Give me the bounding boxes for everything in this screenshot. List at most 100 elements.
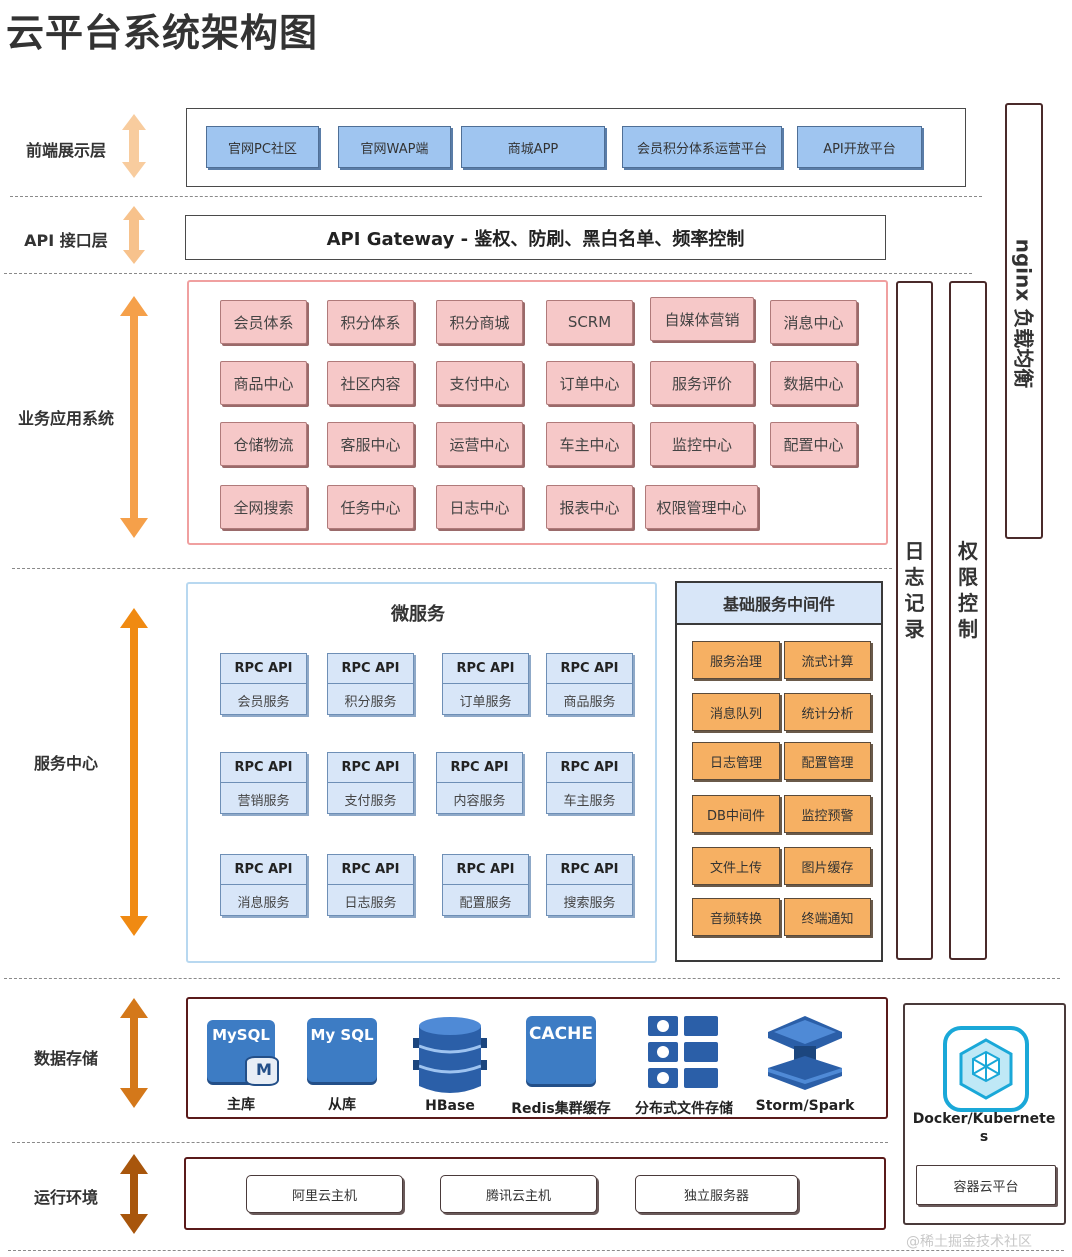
layer-arrows: [120, 114, 148, 1234]
auth-box: 权限控制: [949, 281, 987, 960]
storage-frame: [186, 997, 888, 1119]
business-item[interactable]: SCRM: [546, 300, 633, 344]
business-item[interactable]: 积分体系: [327, 300, 414, 344]
docker-label: Docker/Kubernetes: [912, 1111, 1056, 1145]
rpc-api-label: RPC API: [547, 855, 632, 885]
runtime-frame: [184, 1157, 886, 1230]
business-item[interactable]: 日志中心: [436, 485, 523, 529]
storage-label-master: 主库: [227, 1097, 255, 1113]
log-box: 日志记录: [896, 281, 933, 960]
rpc-service-name: 搜索服务: [563, 895, 616, 911]
rpc-service-name: 商品服务: [563, 694, 616, 710]
rpc-api-label: RPC API: [437, 753, 522, 783]
rpc-api-label: RPC API: [221, 855, 306, 885]
rpc-service-card[interactable]: RPC API 搜索服务: [546, 854, 633, 916]
middleware-item[interactable]: 图片缓存: [784, 847, 871, 885]
middleware-item[interactable]: 文件上传: [692, 847, 780, 885]
storm-spark-icon: [768, 1016, 842, 1090]
rpc-service-card[interactable]: RPC API 订单服务: [442, 653, 529, 715]
layer-label-frontend: 前端展示层: [25, 141, 106, 160]
nginx-label: nginx 负载均衡: [1011, 238, 1036, 388]
rpc-service-card[interactable]: RPC API 商品服务: [546, 653, 633, 715]
rpc-api-label: RPC API: [547, 753, 632, 783]
business-item[interactable]: 配置中心: [770, 422, 857, 466]
frontend-item-wap[interactable]: 官网WAP端: [338, 126, 451, 168]
container-platform-button[interactable]: 容器云平台: [916, 1165, 1056, 1205]
storage-label-hbase: HBase: [425, 1098, 475, 1114]
business-item[interactable]: 报表中心: [546, 485, 633, 529]
business-item[interactable]: 任务中心: [327, 485, 414, 529]
rpc-api-label: RPC API: [443, 654, 528, 684]
rpc-api-label: RPC API: [221, 654, 306, 684]
rpc-service-name: 营销服务: [237, 793, 290, 809]
frontend-item-pc[interactable]: 官网PC社区: [206, 126, 319, 168]
runtime-item-dedicated[interactable]: 独立服务器: [635, 1175, 798, 1213]
nginx-box: nginx 负载均衡: [1005, 103, 1043, 539]
business-item[interactable]: 订单中心: [546, 361, 633, 405]
business-item[interactable]: 会员体系: [220, 300, 307, 344]
separator: [4, 273, 972, 274]
separator: [8, 1250, 1064, 1251]
middleware-item[interactable]: 消息队列: [692, 693, 780, 731]
business-item[interactable]: 全网搜索: [220, 485, 307, 529]
rpc-api-label: RPC API: [328, 654, 413, 684]
runtime-item-aliyun[interactable]: 阿里云主机: [246, 1175, 403, 1213]
business-item[interactable]: 商品中心: [220, 361, 307, 405]
business-item[interactable]: 消息中心: [770, 300, 857, 344]
middleware-item[interactable]: 统计分析: [784, 693, 871, 731]
business-item[interactable]: 自媒体营销: [650, 297, 754, 341]
business-arrow: [120, 296, 148, 538]
frontend-arrow: [122, 114, 146, 178]
api-arrow: [123, 206, 145, 264]
frontend-item-app[interactable]: 商城APP: [461, 126, 605, 168]
business-item[interactable]: 支付中心: [436, 361, 523, 405]
middleware-item[interactable]: DB中间件: [692, 795, 780, 833]
business-item[interactable]: 监控中心: [650, 422, 754, 466]
api-gateway[interactable]: API Gateway - 鉴权、防刷、黑白名单、频率控制: [185, 215, 886, 260]
storage-label-file: 分布式文件存储: [635, 1101, 733, 1117]
middleware-item[interactable]: 终端通知: [784, 898, 871, 936]
frontend-item-points-platform[interactable]: 会员积分体系运营平台: [622, 126, 782, 168]
rpc-api-label: RPC API: [547, 654, 632, 684]
business-item[interactable]: 数据中心: [770, 361, 857, 405]
frontend-item-open-api[interactable]: API开放平台: [797, 126, 922, 168]
redis-cache-icon: CACHE: [526, 1016, 596, 1088]
business-item[interactable]: 客服中心: [327, 422, 414, 466]
business-item[interactable]: 仓储物流: [220, 422, 307, 466]
middleware-item[interactable]: 监控预警: [784, 795, 871, 833]
middleware-item[interactable]: 配置管理: [784, 742, 871, 780]
runtime-item-tencent[interactable]: 腾讯云主机: [440, 1175, 597, 1213]
middleware-item[interactable]: 日志管理: [692, 742, 780, 780]
business-item[interactable]: 社区内容: [327, 361, 414, 405]
watermark: @稀土掘金技术社区: [906, 1234, 1032, 1250]
middleware-frame: 基础服务中间件: [675, 581, 883, 962]
business-item[interactable]: 服务评价: [650, 361, 754, 405]
rpc-service-name: 支付服务: [344, 793, 397, 809]
middleware-item[interactable]: 音频转换: [692, 898, 780, 936]
business-item[interactable]: 车主中心: [546, 422, 633, 466]
business-item[interactable]: 积分商城: [436, 300, 523, 344]
middleware-item[interactable]: 流式计算: [784, 641, 871, 679]
business-item[interactable]: 权限管理中心: [645, 485, 758, 529]
layer-label-service: 服务中心: [33, 754, 98, 773]
microservice-title: 微服务: [391, 604, 445, 625]
storage-arrow: [120, 998, 148, 1108]
rpc-service-name: 订单服务: [459, 694, 512, 710]
rpc-api-label: RPC API: [443, 855, 528, 885]
middleware-item[interactable]: 服务治理: [692, 641, 780, 679]
business-item[interactable]: 运营中心: [436, 422, 523, 466]
mysql-slave-icon: My SQL: [307, 1018, 377, 1086]
separator: [10, 196, 982, 197]
service-arrow: [120, 608, 148, 936]
runtime-arrow: [120, 1154, 148, 1234]
storage-label-redis: Redis集群缓存: [511, 1101, 611, 1117]
